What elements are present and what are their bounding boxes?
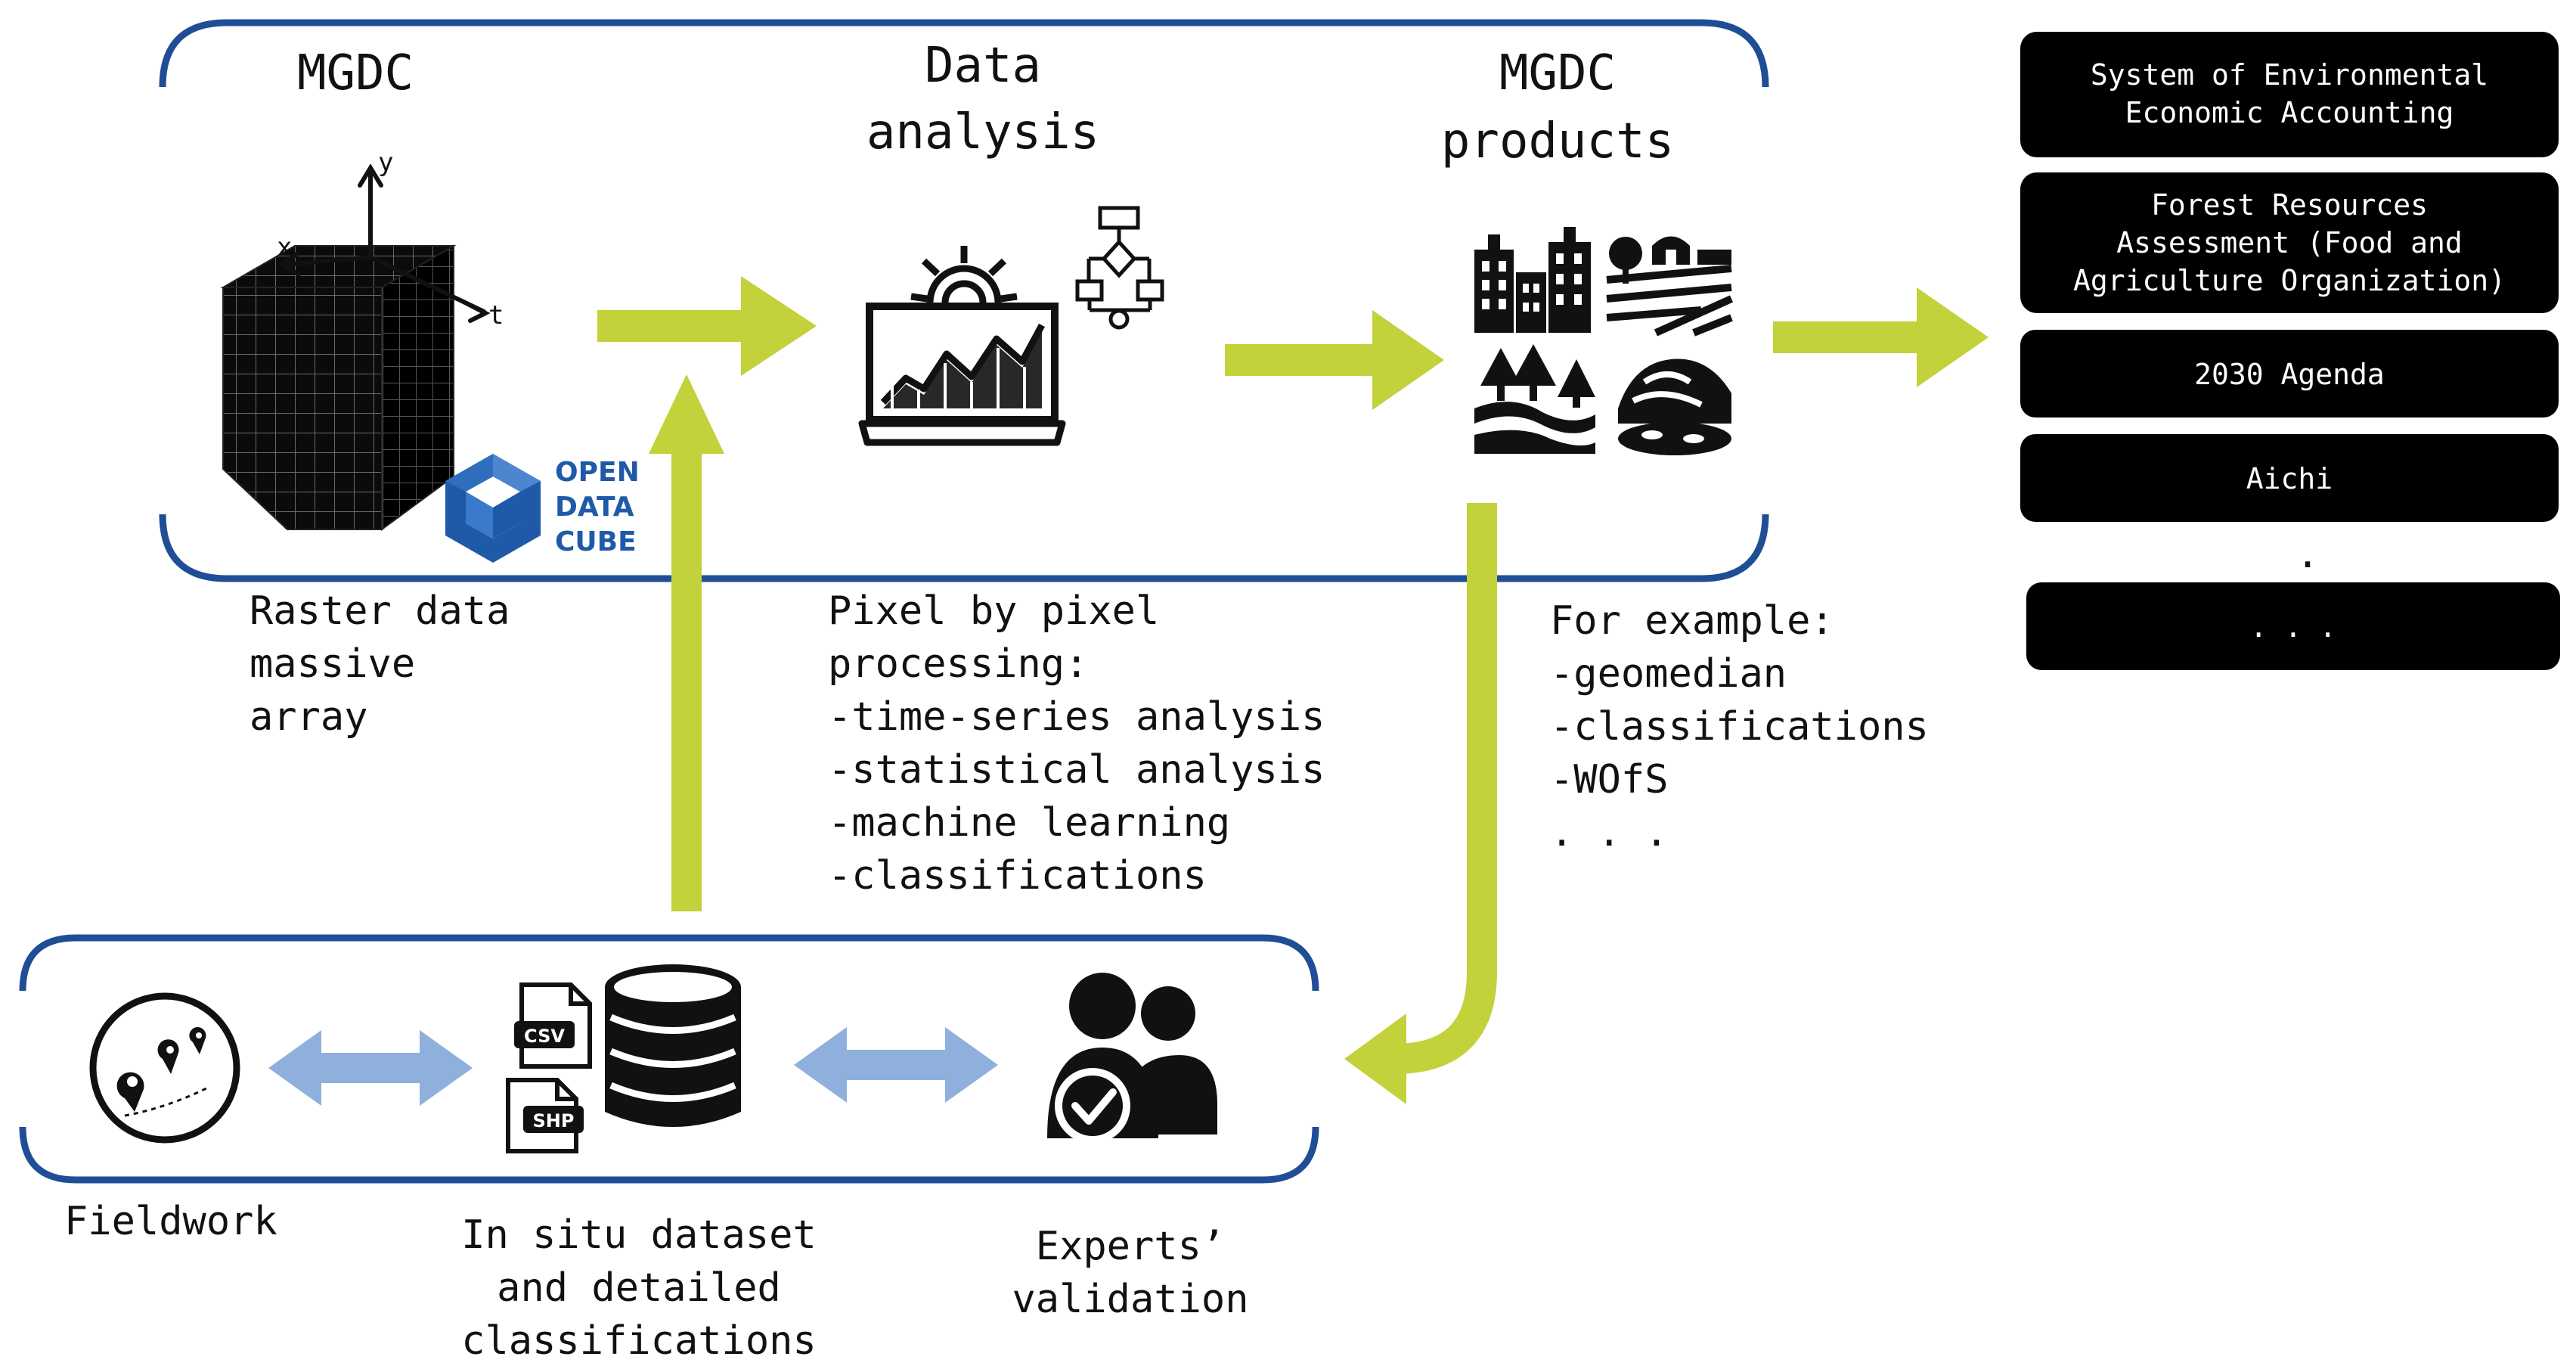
example-line: -geomedian: [1550, 651, 1787, 697]
output-text: Forest Resources: [2151, 188, 2428, 222]
raster-desc-line: massive: [250, 641, 415, 687]
example-line: -classifications: [1550, 704, 1929, 750]
odc-logo-line2: DATA: [555, 492, 634, 523]
output-text: Aichi: [2246, 462, 2333, 495]
output-box-fra: Forest Resources Assessment (Food and Ag…: [2020, 172, 2559, 313]
pixel-desc-line: -time-series analysis: [828, 694, 1325, 740]
output-text: Assessment (Food and: [2116, 226, 2463, 259]
city-icon: [1474, 227, 1591, 333]
title-mgdc: MGDC: [297, 45, 414, 101]
output-box-more: . . .: [2026, 582, 2560, 670]
output-separator-dot: .: [2295, 532, 2319, 577]
file-shp-icon: SHP: [506, 1078, 584, 1153]
arrow-analysis-to-products: [1225, 310, 1444, 410]
arrow-cube-to-analysis: [597, 276, 817, 376]
fields-icon: [1606, 236, 1734, 337]
top-frame-lower: [159, 514, 1769, 582]
output-text: . . .: [2250, 610, 2336, 644]
arrow-insitu-to-analysis: [649, 374, 724, 911]
output-text: 2030 Agenda: [2194, 358, 2385, 391]
insitu-label-line: classifications: [461, 1318, 817, 1364]
link-arrow-fieldwork-insitu: [268, 1030, 473, 1106]
axis-x-label: x: [277, 232, 292, 262]
pixel-desc-line: -classifications: [828, 853, 1207, 899]
file-csv-icon: CSV: [514, 982, 592, 1069]
landscape-icon: [1618, 359, 1731, 455]
experts-label-line: Experts’: [1036, 1224, 1225, 1269]
open-data-cube-logo: OPEN DATA CUBE: [445, 454, 640, 563]
example-line: . . .: [1550, 810, 1669, 855]
raster-description: Raster data massive array: [250, 588, 510, 740]
fieldwork-label: Fieldwork: [64, 1199, 277, 1244]
output-text: Economic Accounting: [2125, 96, 2454, 129]
title-data-analysis-line2: analysis: [866, 104, 1099, 160]
title-data-analysis-line1: Data: [925, 38, 1041, 94]
arrow-products-to-validation: [1344, 503, 1497, 1104]
laptop-analytics-icon: [858, 303, 1066, 446]
shp-label: SHP: [533, 1110, 575, 1131]
output-text: System of Environmental: [2091, 58, 2488, 92]
link-arrow-insitu-experts: [794, 1027, 998, 1103]
axis-y-label: y: [378, 147, 393, 178]
bottom-frame-upper: [19, 934, 1319, 992]
title-mgdc-products-line1: MGDC: [1499, 45, 1616, 101]
pixel-desc-line: Pixel by pixel: [828, 588, 1159, 634]
insitu-label-line: and detailed: [497, 1265, 781, 1311]
insitu-label-line: In situ dataset: [461, 1212, 817, 1258]
gear-icon: [910, 246, 1018, 303]
database-icon: [605, 964, 741, 1127]
example-line: For example:: [1550, 598, 1834, 644]
pixel-desc-line: -statistical analysis: [828, 747, 1325, 793]
output-box-2030-agenda: 2030 Agenda: [2020, 330, 2559, 417]
pixel-desc-line: processing:: [828, 641, 1088, 687]
product-examples-description: For example: -geomedian -classifications…: [1550, 598, 1929, 855]
output-text: Agriculture Organization): [2073, 264, 2506, 297]
map-pins-icon: [89, 992, 240, 1144]
experts-label-line: validation: [1012, 1277, 1248, 1322]
experts-check-icon: [1047, 973, 1217, 1144]
cube-grid-icon: [220, 244, 457, 531]
raster-desc-line: Raster data: [250, 588, 510, 634]
cube-axes: [277, 163, 491, 323]
pixel-desc-line: -machine learning: [828, 800, 1230, 846]
example-line: -WOfS: [1550, 757, 1669, 802]
csv-label: CSV: [524, 1026, 565, 1047]
title-mgdc-products-line2: products: [1441, 113, 1674, 169]
odc-logo-line1: OPEN: [555, 457, 640, 488]
arrow-products-to-outputs: [1773, 287, 1989, 387]
output-box-seea: System of Environmental Economic Account…: [2020, 32, 2559, 157]
experts-label: Experts’ validation: [1012, 1224, 1248, 1322]
top-frame-upper: [159, 19, 1769, 88]
bottom-frame-lower: [19, 1126, 1319, 1184]
flowchart-icon: [1075, 206, 1164, 330]
raster-desc-line: array: [250, 694, 368, 740]
output-box-aichi: Aichi: [2020, 434, 2559, 522]
pixel-processing-description: Pixel by pixel processing: -time-series …: [828, 588, 1325, 899]
insitu-label: In situ dataset and detailed classificat…: [461, 1212, 817, 1364]
forest-river-icon: [1474, 344, 1595, 454]
odc-logo-line3: CUBE: [555, 526, 637, 557]
axis-t-label: t: [488, 300, 504, 331]
